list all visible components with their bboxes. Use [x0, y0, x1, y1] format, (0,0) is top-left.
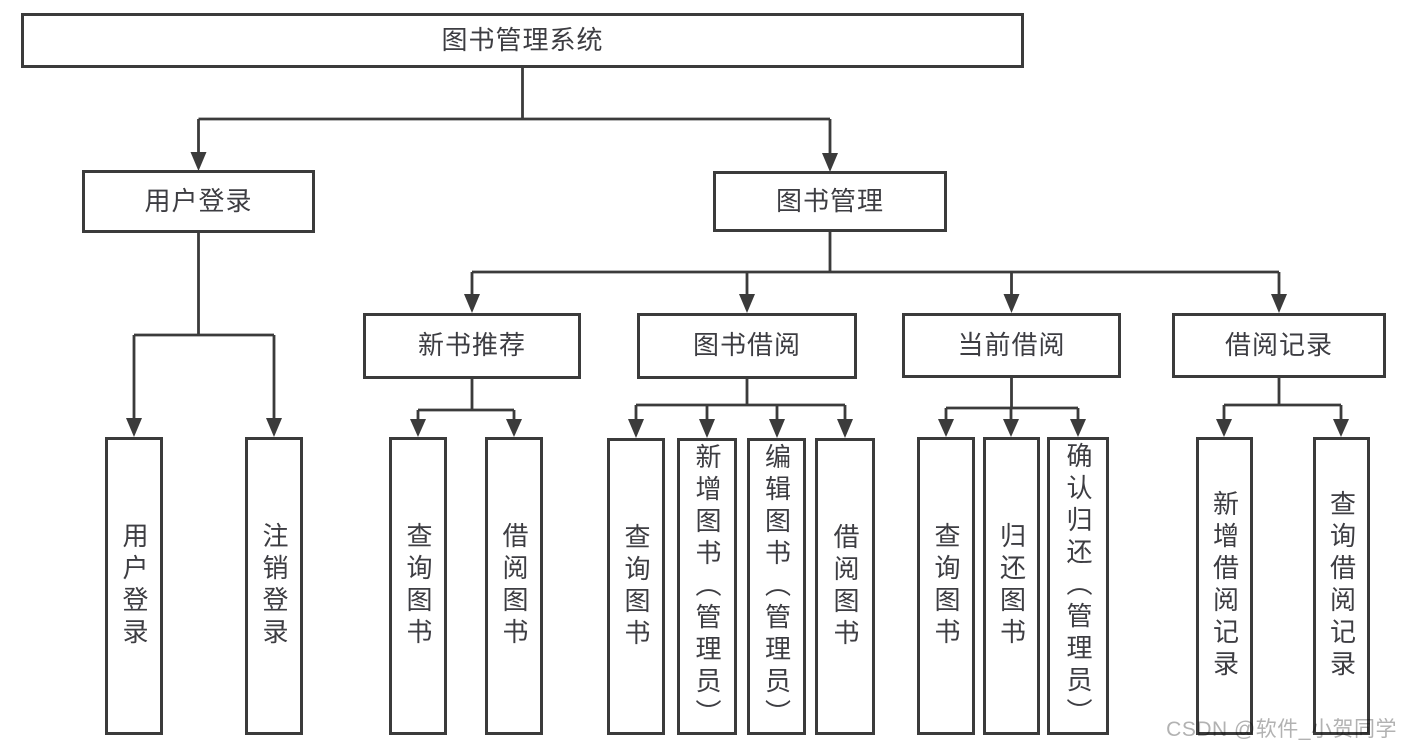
csdn-watermark: CSDN @软件_小贺同学 — [1166, 718, 1397, 741]
node-borrow-records: 借阅记录 — [1172, 313, 1386, 378]
leaf-add-book-admin: 新增图书（管理员） — [677, 438, 737, 735]
connector-current-borrow-children — [938, 378, 1086, 437]
leaf-query-books-borrow: 查询图书 — [607, 438, 665, 735]
leaf-logout: 注销登录 — [245, 437, 303, 735]
leaf-edit-book-admin: 编辑图书（管理员） — [747, 438, 806, 735]
node-book-management: 图书管理 — [713, 171, 947, 232]
node-user-login: 用户登录 — [82, 170, 315, 233]
leaf-query-books-current: 查询图书 — [917, 437, 975, 735]
leaf-user-login: 用户登录 — [105, 437, 163, 735]
connector-book-borrow-children — [628, 379, 853, 438]
connector-borrow-records-children — [1216, 378, 1349, 437]
leaf-borrow-books-recommend: 借阅图书 — [485, 437, 543, 735]
leaf-return-book: 归还图书 — [983, 437, 1040, 735]
connector-book-management-children — [464, 232, 1287, 313]
leaf-borrow-books: 借阅图书 — [815, 438, 875, 735]
node-book-borrow: 图书借阅 — [637, 313, 857, 379]
node-current-borrow: 当前借阅 — [902, 313, 1121, 378]
root-node: 图书管理系统 — [21, 13, 1024, 68]
leaf-add-borrow-record: 新增借阅记录 — [1196, 437, 1253, 735]
node-new-book-recommend: 新书推荐 — [363, 313, 581, 379]
connector-new-book-recommend-children — [410, 379, 522, 437]
leaf-query-borrow-record: 查询借阅记录 — [1313, 437, 1370, 735]
leaf-query-books-recommend: 查询图书 — [389, 437, 447, 735]
connector-root-to-level2 — [190, 68, 838, 172]
leaf-confirm-return-admin: 确认归还（管理员） — [1047, 437, 1109, 735]
connector-user-login-children — [126, 233, 282, 437]
